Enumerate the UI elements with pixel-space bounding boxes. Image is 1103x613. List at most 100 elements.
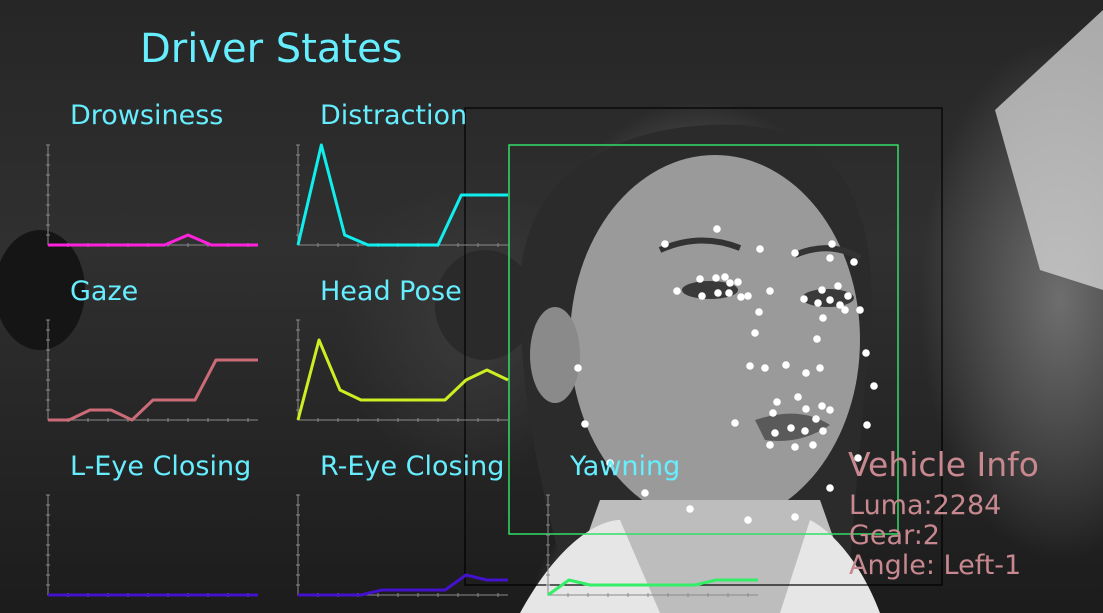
landmark-point xyxy=(787,424,795,432)
landmark-point xyxy=(696,275,704,283)
landmark-point xyxy=(818,286,826,294)
landmark-point xyxy=(641,489,649,497)
chart-axes xyxy=(297,320,508,421)
label-head-pose: Head Pose xyxy=(320,276,462,307)
landmark-point xyxy=(862,349,870,357)
landmark-point xyxy=(828,240,836,248)
driver-ear xyxy=(530,307,580,403)
chart-series-line xyxy=(296,338,509,421)
chart-head-pose xyxy=(296,319,509,422)
landmark-point xyxy=(802,369,810,377)
chart-axes xyxy=(297,495,508,596)
landmark-point xyxy=(812,415,820,423)
car-window xyxy=(995,10,1103,290)
landmark-point xyxy=(721,273,729,281)
landmark-point xyxy=(814,299,822,307)
landmark-point xyxy=(819,427,827,435)
landmark-point xyxy=(801,427,809,435)
landmark-point xyxy=(673,287,681,295)
landmark-point xyxy=(782,361,790,369)
landmark-point xyxy=(773,398,781,406)
face-box xyxy=(508,144,899,535)
landmark-point xyxy=(574,364,582,372)
face-landmarks xyxy=(574,225,878,524)
landmark-point xyxy=(819,314,827,322)
landmark-point xyxy=(714,289,722,297)
landmark-point xyxy=(800,295,808,303)
landmark-point xyxy=(769,409,777,417)
chart-series-line xyxy=(296,143,508,247)
chart-distraction xyxy=(296,143,508,247)
landmark-point xyxy=(756,245,764,253)
landmark-point xyxy=(686,505,694,513)
landmark-point xyxy=(826,484,834,492)
chart-gaze xyxy=(46,319,258,422)
label-r-eye-closing: R-Eye Closing xyxy=(320,451,505,482)
landmark-point xyxy=(794,393,802,401)
landmark-point xyxy=(850,258,858,266)
landmark-point xyxy=(813,335,821,343)
landmark-point xyxy=(791,249,799,257)
landmark-point xyxy=(725,289,733,297)
label-l-eye-closing: L-Eye Closing xyxy=(70,451,252,482)
chart-yawning xyxy=(546,494,758,597)
chart-l-eye-closing xyxy=(46,494,258,597)
landmark-point xyxy=(791,443,799,451)
landmark-point xyxy=(809,441,817,449)
landmark-point xyxy=(818,402,826,410)
landmark-point xyxy=(854,454,862,462)
landmark-point xyxy=(766,287,774,295)
chart-r-eye-closing xyxy=(296,494,508,597)
label-yawning: Yawning xyxy=(570,451,681,482)
landmark-point xyxy=(606,459,614,467)
chart-series-line xyxy=(48,233,258,247)
landmark-point xyxy=(816,364,824,372)
label-distraction: Distraction xyxy=(320,100,468,131)
landmark-point xyxy=(826,296,834,304)
detection-box xyxy=(464,107,943,586)
chart-drowsiness xyxy=(46,144,258,247)
chart-series-line xyxy=(48,358,258,422)
landmark-point xyxy=(744,292,752,300)
landmark-point xyxy=(713,225,721,233)
landmark-point xyxy=(755,308,763,316)
landmark-point xyxy=(834,282,842,290)
shirt-collar-right xyxy=(780,520,880,613)
landmark-point xyxy=(766,441,774,449)
vehicle-info-title: Vehicle Info xyxy=(848,445,1039,484)
vehicle-luma: Luma:2284 xyxy=(849,490,1002,521)
landmark-point xyxy=(712,274,720,282)
vehicle-gear: Gear:2 xyxy=(849,520,940,551)
landmark-point xyxy=(761,364,769,372)
landmark-point xyxy=(744,516,752,524)
landmark-point xyxy=(661,240,669,248)
chart-series-line xyxy=(298,573,508,597)
landmark-point xyxy=(836,301,844,309)
landmark-point xyxy=(734,278,742,286)
landmark-point xyxy=(726,279,734,287)
charts-group xyxy=(46,143,758,597)
landmark-point xyxy=(802,405,810,413)
landmark-point xyxy=(737,293,745,301)
landmark-point xyxy=(581,420,589,428)
landmark-point xyxy=(746,362,754,370)
landmark-point xyxy=(870,382,878,390)
landmark-point xyxy=(863,421,871,429)
passenger-head xyxy=(435,250,535,360)
chart-axes xyxy=(47,495,258,596)
headrest xyxy=(0,230,85,350)
landmark-point xyxy=(844,292,852,300)
landmark-point xyxy=(698,292,706,300)
chart-axes xyxy=(47,320,258,421)
landmark-point xyxy=(826,406,834,414)
landmark-point xyxy=(751,329,759,337)
page-title: Driver States xyxy=(140,26,403,72)
landmark-point xyxy=(826,254,834,262)
chart-series-line xyxy=(547,578,758,597)
chart-axes xyxy=(47,145,258,246)
label-gaze: Gaze xyxy=(70,276,139,307)
landmark-point xyxy=(731,419,739,427)
label-drowsiness: Drowsiness xyxy=(70,100,224,131)
